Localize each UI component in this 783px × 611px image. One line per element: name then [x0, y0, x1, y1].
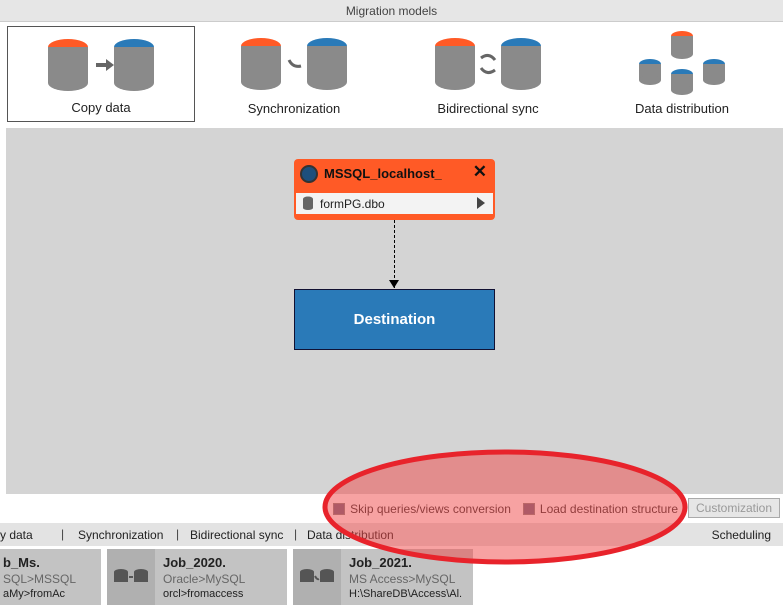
database-icon: [303, 196, 313, 210]
tab-synchronization[interactable]: Synchronization: [78, 528, 164, 542]
source-schema: formPG.dbo: [320, 197, 385, 211]
close-icon[interactable]: ✕: [472, 162, 487, 181]
model-copy-data[interactable]: Copy data: [7, 26, 195, 122]
diagram-canvas: MSSQL_localhost_ ✕ formPG.dbo Destinatio…: [6, 128, 783, 494]
job-card[interactable]: b_Ms. SQL>MSSQL aMy>fromAc: [0, 549, 101, 605]
arrow-head-icon: [389, 280, 399, 288]
model-synchronization[interactable]: Synchronization: [200, 26, 388, 122]
connection-line: [394, 220, 395, 288]
customization-button[interactable]: Customization: [688, 498, 780, 518]
tab-separator: |: [176, 527, 180, 541]
model-label: Synchronization: [247, 101, 341, 116]
source-schema-row[interactable]: formPG.dbo: [296, 193, 493, 214]
job-name: Job_2020.: [163, 555, 226, 570]
synchronization-icon: [241, 38, 347, 90]
source-title: MSSQL_localhost_: [324, 166, 442, 181]
job-card[interactable]: Job_2020. Oracle>MySQL orcl>fromaccess: [107, 549, 287, 605]
expand-arrow-icon[interactable]: [477, 197, 485, 209]
jobs-tabs: y data | Synchronization | Bidirectional…: [0, 523, 783, 546]
load-structure-checkbox[interactable]: [522, 503, 535, 515]
job-path: orcl>fromaccess: [163, 588, 244, 600]
job-card[interactable]: Job_2021. MS Access>MySQL H:\ShareDB\Acc…: [293, 549, 473, 605]
tab-separator: |: [294, 527, 298, 541]
job-models: SQL>MSSQL: [3, 572, 77, 586]
load-structure-label: Load destination structure: [539, 502, 678, 516]
model-data-distribution[interactable]: Data distribution: [588, 26, 776, 122]
tab-data-distribution[interactable]: Data distribution: [307, 528, 394, 542]
skip-queries-checkbox[interactable]: [333, 503, 346, 515]
tab-copy-data[interactable]: y data: [0, 528, 33, 542]
options-bar: Skip queries/views conversion Load desti…: [0, 498, 783, 520]
scheduling-button[interactable]: Scheduling: [711, 528, 771, 542]
copy-data-icon: [48, 39, 154, 91]
model-label: Copy data: [71, 100, 131, 115]
model-label: Data distribution: [635, 101, 729, 116]
job-sync-icon: [293, 549, 341, 605]
model-label: Bidirectional sync: [437, 101, 539, 116]
tab-bidirectional-sync[interactable]: Bidirectional sync: [190, 528, 284, 542]
job-models: Oracle>MySQL: [163, 572, 246, 586]
job-models: MS Access>MySQL: [349, 572, 456, 586]
migration-models-header: Migration models: [0, 0, 783, 22]
job-path: aMy>fromAc: [3, 588, 66, 600]
data-distribution-icon: [639, 31, 725, 95]
job-name: Job_2021.: [349, 555, 412, 570]
source-node[interactable]: MSSQL_localhost_ ✕ formPG.dbo: [294, 159, 495, 220]
mssql-icon: [300, 165, 318, 183]
bidirectional-sync-icon: [435, 38, 541, 90]
destination-node[interactable]: Destination: [294, 289, 495, 350]
job-path: H:\ShareDB\Access\Al.: [349, 588, 463, 600]
options-group: Skip queries/views conversion Load desti…: [333, 498, 685, 520]
models-bar: Copy data Synchronization Bidirectional …: [0, 22, 783, 128]
job-copy-icon: [107, 549, 155, 605]
model-bidirectional-sync[interactable]: Bidirectional sync: [394, 26, 582, 122]
job-name: b_Ms.: [3, 555, 40, 570]
skip-queries-label: Skip queries/views conversion: [350, 502, 511, 516]
tab-separator: |: [61, 527, 65, 541]
